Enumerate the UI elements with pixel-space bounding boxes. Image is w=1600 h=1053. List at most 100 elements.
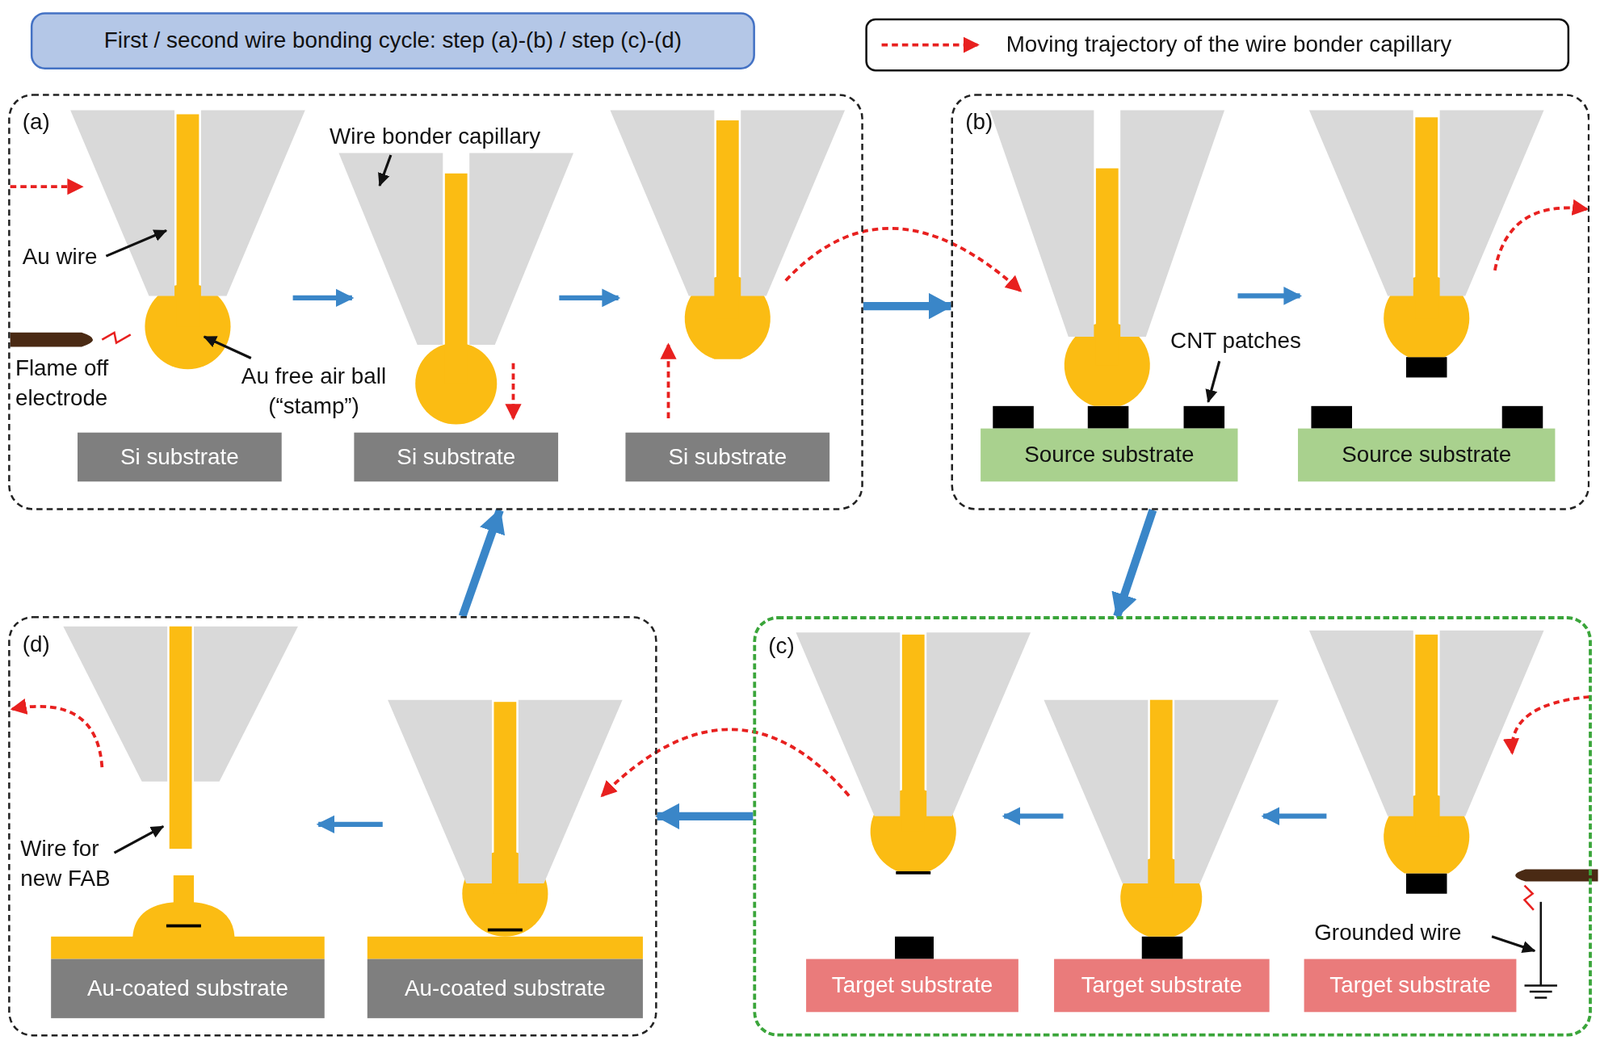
leader-line	[114, 826, 164, 853]
panel-letter: (d)	[22, 630, 51, 660]
trajectory-arrow	[601, 729, 849, 796]
substrate-label: Source substrate	[1341, 440, 1512, 470]
capillary-left	[1309, 109, 1414, 296]
cnt-patch	[1184, 406, 1226, 429]
legend-line	[881, 43, 979, 47]
substrate-box: Au-coated substrate	[367, 959, 643, 1019]
substrate-label: Si substrate	[667, 442, 787, 472]
cnt-patch-picked	[1406, 356, 1448, 378]
leader-line	[204, 336, 252, 359]
substrate-box: Source substrate	[1297, 428, 1555, 483]
callout-label: CNT patches	[1170, 326, 1302, 356]
capillary-right	[518, 700, 623, 884]
capillary-left	[387, 700, 492, 884]
trajectory-arrow	[512, 363, 516, 419]
substrate-label: Target substrate	[1081, 970, 1243, 1000]
capillary-right	[1440, 109, 1545, 296]
substrate-box: Target substrate	[1054, 959, 1270, 1013]
panel-letter: (c)	[768, 631, 794, 661]
au-wire	[1415, 634, 1438, 837]
substrate-label: Target substrate	[1329, 970, 1491, 1000]
leader-line	[1208, 361, 1220, 403]
au-wire	[1415, 117, 1438, 319]
callout-label: Au wire	[22, 243, 98, 273]
cnt-residue	[166, 924, 202, 929]
leader-line	[1491, 936, 1535, 952]
grounded-wire	[1539, 902, 1542, 987]
cnt-patch	[1502, 406, 1544, 429]
title-text: First / second wire bonding cycle: step …	[104, 25, 682, 55]
panel-letter: (a)	[22, 108, 51, 138]
substrate-label: Target substrate	[831, 970, 993, 1000]
trajectory-arrow	[785, 228, 1021, 291]
spark	[1524, 886, 1534, 911]
cnt-residue	[895, 871, 931, 875]
capillary-right	[1440, 630, 1545, 817]
capillary-right	[193, 626, 299, 782]
step-arrow	[1003, 814, 1063, 819]
substrate-box: Source substrate	[980, 428, 1238, 483]
capillary-right	[926, 632, 1031, 816]
trajectory-arrow	[12, 706, 102, 768]
capillary-left	[62, 626, 168, 782]
panel-letter: (b)	[965, 108, 993, 138]
substrate-label: Source substrate	[1024, 440, 1194, 470]
substrate-label: Si substrate	[120, 442, 240, 472]
spark	[101, 332, 131, 344]
cnt-patch-placed	[1142, 936, 1184, 960]
au-wire	[169, 626, 193, 849]
substrate-label: Si substrate	[396, 442, 516, 472]
step-arrow	[318, 822, 383, 828]
step-arrow	[293, 295, 353, 301]
capillary-left	[1043, 700, 1148, 884]
substrate-box: Au-coated substrate	[50, 959, 325, 1019]
step-panel: (c) Target substrate Target substrate Targe…	[752, 616, 1592, 1038]
capillary-right	[201, 109, 306, 296]
cycle-arrow	[1117, 510, 1153, 617]
substrate-box: Si substrate	[77, 432, 282, 483]
au-wire	[445, 173, 468, 384]
callout-label: Au free air ball (“stamp”)	[219, 362, 409, 421]
trajectory-arrow	[667, 344, 671, 419]
au-coating	[367, 936, 643, 960]
cycle-arrow	[863, 302, 952, 311]
cnt-patch-picked	[1406, 873, 1448, 894]
au-wire	[716, 120, 740, 319]
leader-line	[105, 230, 167, 257]
au-wire	[176, 114, 200, 328]
au-wire	[1096, 167, 1119, 366]
callout-label: Flame off electrode	[15, 353, 139, 412]
capillary-left	[1309, 630, 1414, 817]
step-arrow	[1237, 293, 1300, 299]
callout-label: Wire for new FAB	[20, 834, 133, 893]
leader-line	[379, 155, 391, 186]
step-arrow	[1263, 814, 1327, 819]
capillary-right	[740, 109, 845, 296]
cnt-patch-placed	[894, 936, 934, 960]
title-box: First / second wire bonding cycle: step …	[30, 12, 756, 70]
au-wire	[1150, 700, 1173, 899]
substrate-box: Si substrate	[353, 432, 559, 483]
callout-label: Wire bonder capillary	[329, 122, 541, 152]
capillary-right	[1174, 700, 1279, 884]
substrate-box: Target substrate	[806, 959, 1019, 1013]
cycle-arrow	[657, 812, 754, 821]
au-coating	[50, 936, 325, 960]
cycle-arrow	[462, 510, 500, 617]
legend-item: Moving trajectory of the wire bonder cap…	[879, 30, 1452, 60]
capillary-left	[610, 109, 715, 296]
callout-label: Grounded wire	[1314, 918, 1462, 948]
cnt-patch	[1310, 406, 1353, 429]
substrate-box: Target substrate	[1304, 959, 1517, 1013]
legend-box: Moving trajectory of the wire bonder cap…	[865, 18, 1570, 72]
substrate-label: Au-coated substrate	[404, 974, 606, 1004]
capillary-right	[469, 153, 574, 346]
flame-off-electrode	[1515, 869, 1598, 882]
step-arrow	[558, 295, 618, 301]
cnt-residue	[487, 928, 523, 933]
capillary-left	[338, 153, 443, 346]
